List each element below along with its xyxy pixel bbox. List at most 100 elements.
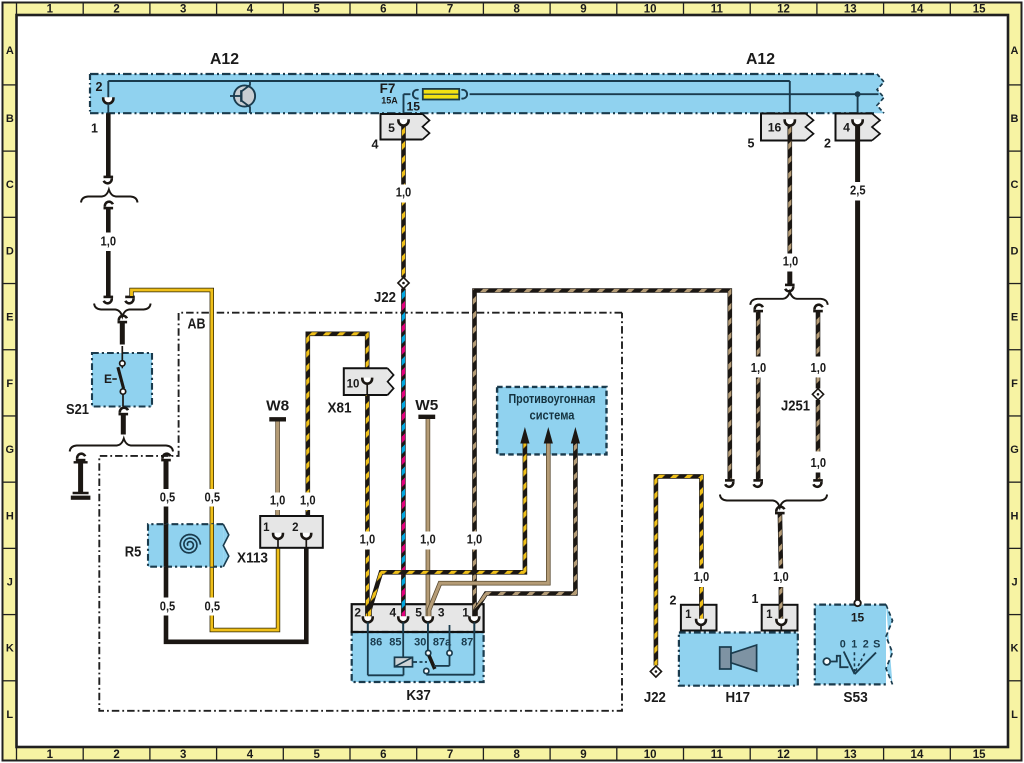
svg-text:2,5: 2,5 [850, 183, 866, 198]
svg-text:2: 2 [113, 749, 119, 761]
svg-text:4: 4 [390, 606, 397, 620]
svg-text:1,0: 1,0 [360, 531, 376, 546]
svg-text:X81: X81 [328, 401, 352, 417]
svg-text:3: 3 [180, 749, 186, 761]
svg-text:D: D [1011, 245, 1019, 257]
svg-text:A12: A12 [746, 51, 775, 68]
svg-text:11: 11 [711, 4, 724, 16]
svg-text:0,5: 0,5 [160, 490, 176, 505]
svg-text:1,0: 1,0 [101, 234, 117, 249]
svg-text:10: 10 [644, 4, 657, 16]
svg-text:1,0: 1,0 [773, 569, 789, 584]
svg-text:13: 13 [844, 749, 857, 761]
svg-text:F7: F7 [380, 81, 396, 96]
svg-text:15: 15 [973, 749, 986, 761]
svg-text:14: 14 [911, 4, 924, 16]
svg-text:1,0: 1,0 [467, 531, 483, 546]
svg-text:2: 2 [354, 606, 361, 620]
svg-text:X113: X113 [237, 551, 268, 567]
svg-text:2: 2 [113, 4, 119, 16]
svg-text:2: 2 [824, 137, 831, 151]
svg-text:3: 3 [438, 606, 445, 620]
svg-text:8: 8 [514, 4, 521, 16]
svg-text:J: J [7, 576, 13, 588]
svg-text:E: E [6, 312, 13, 324]
svg-text:1,0: 1,0 [396, 185, 412, 200]
svg-text:30: 30 [414, 637, 426, 649]
svg-text:1,0: 1,0 [783, 254, 799, 269]
svg-text:1,0: 1,0 [270, 493, 286, 508]
svg-text:C: C [1011, 179, 1019, 191]
svg-text:R5: R5 [125, 545, 142, 561]
svg-text:A12: A12 [210, 51, 239, 68]
svg-text:1: 1 [47, 749, 54, 761]
svg-text:1: 1 [851, 639, 857, 651]
svg-text:J: J [1011, 576, 1017, 588]
svg-text:L: L [6, 709, 13, 721]
svg-text:A: A [6, 45, 14, 57]
svg-text:2: 2 [96, 80, 103, 94]
svg-text:11: 11 [711, 749, 724, 761]
svg-text:H17: H17 [726, 689, 751, 706]
svg-text:2: 2 [670, 594, 677, 608]
svg-text:15: 15 [973, 4, 986, 16]
svg-text:12: 12 [777, 749, 790, 761]
svg-text:S53: S53 [843, 689, 868, 706]
svg-text:1: 1 [766, 609, 773, 621]
svg-text:F: F [6, 378, 13, 390]
svg-text:1: 1 [752, 592, 759, 606]
svg-text:1,0: 1,0 [811, 360, 827, 375]
svg-text:12: 12 [777, 4, 790, 16]
svg-text:5: 5 [388, 121, 395, 135]
svg-text:13: 13 [844, 4, 857, 16]
svg-text:L: L [1011, 709, 1018, 721]
svg-text:16: 16 [768, 121, 782, 135]
svg-text:C: C [6, 179, 14, 191]
svg-text:S: S [873, 639, 880, 651]
svg-text:1: 1 [685, 609, 692, 621]
svg-text:5: 5 [415, 606, 422, 620]
svg-text:1,0: 1,0 [694, 569, 710, 584]
svg-text:1,0: 1,0 [300, 493, 316, 508]
svg-text:7: 7 [447, 749, 453, 761]
svg-text:15A: 15A [381, 96, 398, 106]
svg-text:0,5: 0,5 [160, 599, 176, 614]
svg-text:K37: K37 [406, 687, 431, 704]
svg-text:1: 1 [47, 4, 54, 16]
svg-text:E: E [1011, 312, 1018, 324]
svg-text:0: 0 [840, 639, 846, 651]
svg-text:15: 15 [407, 100, 421, 114]
svg-text:1,0: 1,0 [751, 360, 767, 375]
svg-text:4: 4 [247, 749, 254, 761]
svg-text:1: 1 [462, 606, 469, 620]
svg-text:F: F [1011, 378, 1018, 390]
svg-text:E: E [104, 372, 112, 386]
svg-text:87a: 87a [433, 637, 452, 649]
svg-text:3: 3 [180, 4, 186, 16]
svg-text:1,0: 1,0 [420, 531, 436, 546]
svg-text:K: K [1011, 643, 1019, 655]
svg-text:85: 85 [389, 637, 401, 649]
svg-text:9: 9 [580, 749, 586, 761]
svg-text:8: 8 [514, 749, 521, 761]
svg-text:система: система [530, 408, 576, 423]
svg-text:D: D [6, 245, 14, 257]
svg-text:1,0: 1,0 [811, 455, 827, 470]
svg-text:H: H [6, 510, 14, 522]
svg-text:4: 4 [372, 138, 379, 152]
svg-text:10: 10 [644, 749, 657, 761]
svg-text:5: 5 [748, 137, 755, 151]
svg-text:2: 2 [292, 522, 298, 534]
svg-text:15: 15 [851, 611, 865, 625]
svg-text:0,5: 0,5 [205, 490, 221, 505]
svg-text:0,5: 0,5 [205, 599, 221, 614]
svg-text:87: 87 [461, 637, 473, 649]
svg-text:86: 86 [370, 637, 382, 649]
svg-text:J251: J251 [781, 399, 810, 415]
svg-text:10: 10 [347, 379, 360, 391]
svg-text:6: 6 [380, 4, 386, 16]
svg-text:W5: W5 [415, 398, 438, 414]
svg-text:6: 6 [380, 749, 386, 761]
svg-text:1: 1 [91, 122, 98, 136]
svg-text:S21: S21 [66, 402, 89, 418]
